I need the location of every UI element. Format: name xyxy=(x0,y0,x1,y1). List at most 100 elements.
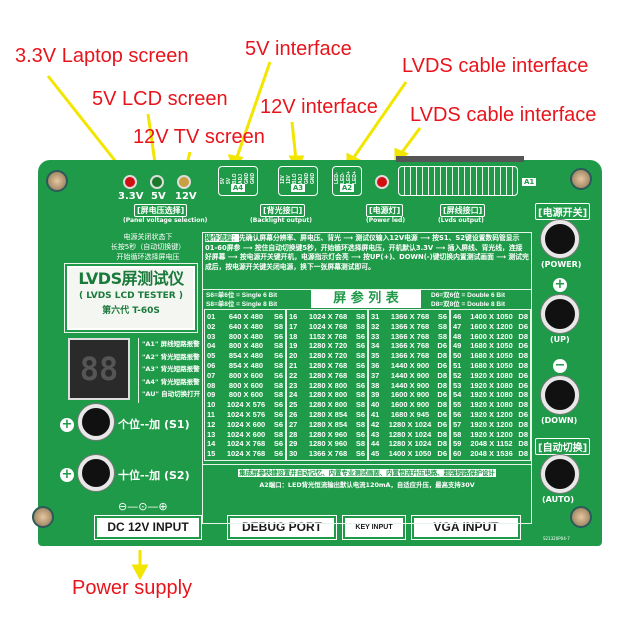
resolution: 1400 X 1050 xyxy=(470,312,513,321)
resolution: 1024 X 600 xyxy=(226,419,266,429)
bit-mode: S6 xyxy=(273,331,283,341)
row-number: 17 xyxy=(289,321,298,331)
row-number: 55 xyxy=(453,400,462,410)
bit-mode: S6 xyxy=(355,331,365,341)
label-5v: 5V xyxy=(151,191,166,202)
power-button[interactable] xyxy=(541,220,579,258)
resolution: 1024 X 576 xyxy=(226,409,266,419)
dc-12v-input-port[interactable]: DC 12V INPUT xyxy=(94,515,202,540)
row-number: 31 xyxy=(371,312,380,321)
resolution: 1280 X 800 xyxy=(308,400,348,410)
annotation-lvds-1: LVDS cable interface xyxy=(402,55,589,77)
row-number: 13 xyxy=(207,429,216,439)
resolution: 1920 X 1200 xyxy=(470,409,513,419)
lvds-socket xyxy=(396,156,524,162)
resolution: 1600 X 1200 xyxy=(470,321,513,331)
bit-mode: D6 xyxy=(437,419,447,429)
annotation-power-supply: Power supply xyxy=(72,577,193,599)
up-button[interactable] xyxy=(541,295,579,333)
resolution: 1280 X 720 xyxy=(308,351,348,361)
resolution: 800 X 480 xyxy=(228,331,264,341)
resolution: 1024 X 600 xyxy=(226,429,266,439)
led-5v xyxy=(150,175,164,189)
led-12v xyxy=(177,175,191,189)
resolution: 1280 X 1024 xyxy=(388,419,432,429)
bit-mode: S6 xyxy=(355,341,365,351)
resolution: 1920 X 1200 xyxy=(470,419,513,429)
connector-a2: LED-LED-LED+LED+A2 xyxy=(332,166,362,196)
row-number: 52 xyxy=(453,370,462,380)
led-3v3 xyxy=(123,175,137,189)
row-number: 39 xyxy=(371,390,380,400)
bit-mode: S6 xyxy=(273,351,283,361)
bit-mode: S8 xyxy=(437,321,447,331)
resolution: 1440 X 900 xyxy=(390,360,430,370)
bit-mode: S8 xyxy=(273,429,283,439)
resolution: 1152 X 768 xyxy=(309,331,347,341)
row-number: 02 xyxy=(207,321,216,331)
table-title: 屏 参 列 表 xyxy=(311,290,421,308)
connector-a4-tag: A4 xyxy=(230,184,246,192)
row-number: 30 xyxy=(289,449,298,459)
auto-button[interactable] xyxy=(541,455,579,493)
row-number: 60 xyxy=(453,449,462,459)
key-input-port[interactable]: KEY INPUT xyxy=(342,515,406,540)
row-number: 46 xyxy=(453,312,462,321)
bit-mode: S6 xyxy=(273,370,283,380)
s2-label: 十位--加 (S2) xyxy=(118,469,190,482)
notes: 集成屏参快捷设置并自动记忆、内置专业测试画面、内置恒流升压电路、超强短路保护设计… xyxy=(203,464,531,523)
arrow-lvds2 xyxy=(398,127,422,156)
row-number: 28 xyxy=(289,429,298,439)
row-number: 41 xyxy=(371,409,380,419)
bit-mode: D6 xyxy=(518,409,528,419)
bit-mode: S6 xyxy=(355,409,365,419)
row-number: 09 xyxy=(207,390,216,400)
down-button[interactable] xyxy=(541,376,579,414)
resolution: 1280 X 960 xyxy=(308,439,348,449)
row-number: 14 xyxy=(207,439,216,449)
bit-mode: S6 xyxy=(273,400,283,410)
resolution: 1440 X 900 xyxy=(390,380,430,390)
screw-icon xyxy=(570,506,592,528)
s1-button[interactable] xyxy=(78,404,114,440)
bit-mode: D8 xyxy=(518,351,528,361)
resolution: 1024 X 768 xyxy=(308,321,348,331)
resolution: 1280 X 854 xyxy=(308,409,348,419)
row-number: 05 xyxy=(207,351,216,361)
resolution: 1280 X 720 xyxy=(308,341,348,351)
pin-label: GND xyxy=(250,172,256,184)
minus-icon: − xyxy=(553,358,567,373)
title-box: LVDS屏测试仪 ( LVDS LCD TESTER ) 第六代 T-60S xyxy=(64,263,198,333)
resolution: 1366 X 768 xyxy=(308,449,348,459)
bit-mode: D8 xyxy=(437,400,447,410)
pin-label: LED+ xyxy=(352,171,358,184)
row-number: 40 xyxy=(371,400,380,410)
lvdsout-en: (Lvds output) xyxy=(438,217,484,224)
bit-mode: D6 xyxy=(518,380,528,390)
power-led xyxy=(375,175,389,189)
row-number: 38 xyxy=(371,380,380,390)
title-en: ( LVDS LCD TESTER ) xyxy=(79,291,183,301)
s2-button[interactable] xyxy=(78,455,114,491)
screw-icon xyxy=(46,170,68,192)
label-12v: 12V xyxy=(175,191,197,202)
model: 第六代 T-60S xyxy=(102,306,160,316)
bit-mode: S8 xyxy=(437,331,447,341)
